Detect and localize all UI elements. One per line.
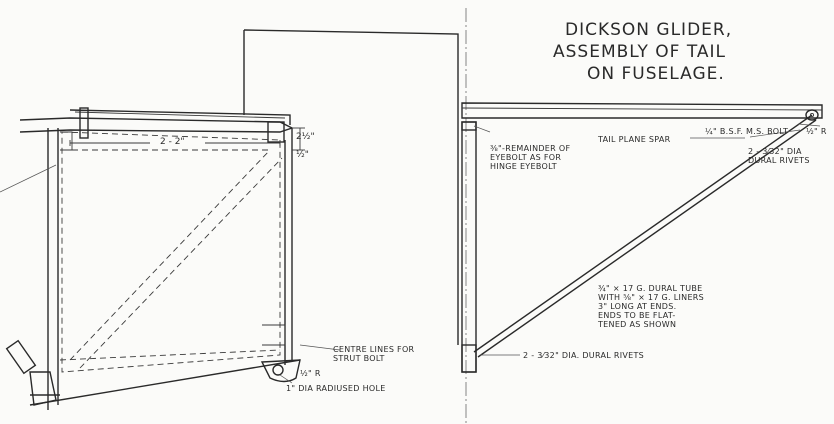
left-top-radius: ½" [296, 150, 309, 160]
dural-tube-note: ¾" × 17 G. DURAL TUBE WITH ⅝" × 17 G. LI… [598, 284, 705, 329]
left-fuselage-frame [0, 128, 301, 410]
drawing-title-line-2: ASSEMBLY OF TAIL [553, 42, 727, 62]
left-tailplane-spar [19, 107, 294, 143]
left-strut-fitting [5, 339, 57, 406]
left-gap-dimension: 2½" [296, 132, 315, 142]
drawing-title-line-1: DICKSON GLIDER, [565, 20, 733, 40]
bsf-bolt-label: ¼" B.S.F. M.S. BOLT [705, 127, 789, 136]
left-radiused-hole [260, 359, 301, 383]
radiused-hole-note: 1" DIA RADIUSED HOLE [286, 384, 386, 393]
bottom-rivets-note: 2 - 3⁄32" DIA. DURAL RIVETS [523, 351, 645, 360]
left-width-dimension: 2 - 2" [160, 137, 185, 147]
drawing-title-line-3: ON FUSELAGE. [587, 64, 725, 84]
right-leaders [473, 125, 801, 356]
centre-lines-note: CENTRE LINES FOR STRUT BOLT [333, 345, 415, 363]
right-dural-tube [473, 109, 821, 358]
tail-plane-spar-label: TAIL PLANE SPAR [598, 135, 671, 144]
right-tailplane-spar [461, 102, 823, 119]
left-dimension-lines [69, 127, 341, 384]
right-post [461, 121, 477, 373]
eyebolt-note: ⅜"-REMAINDER OF EYEBOLT AS FOR HINGE EYE… [490, 144, 571, 171]
top-rivets-note: 2 - 3⁄32" DIA DURAL RIVETS [748, 147, 810, 165]
right-radius-label: ½" R [806, 127, 827, 136]
fuselage-outline [243, 8, 467, 424]
left-bottom-radius: ½" R [300, 369, 321, 378]
